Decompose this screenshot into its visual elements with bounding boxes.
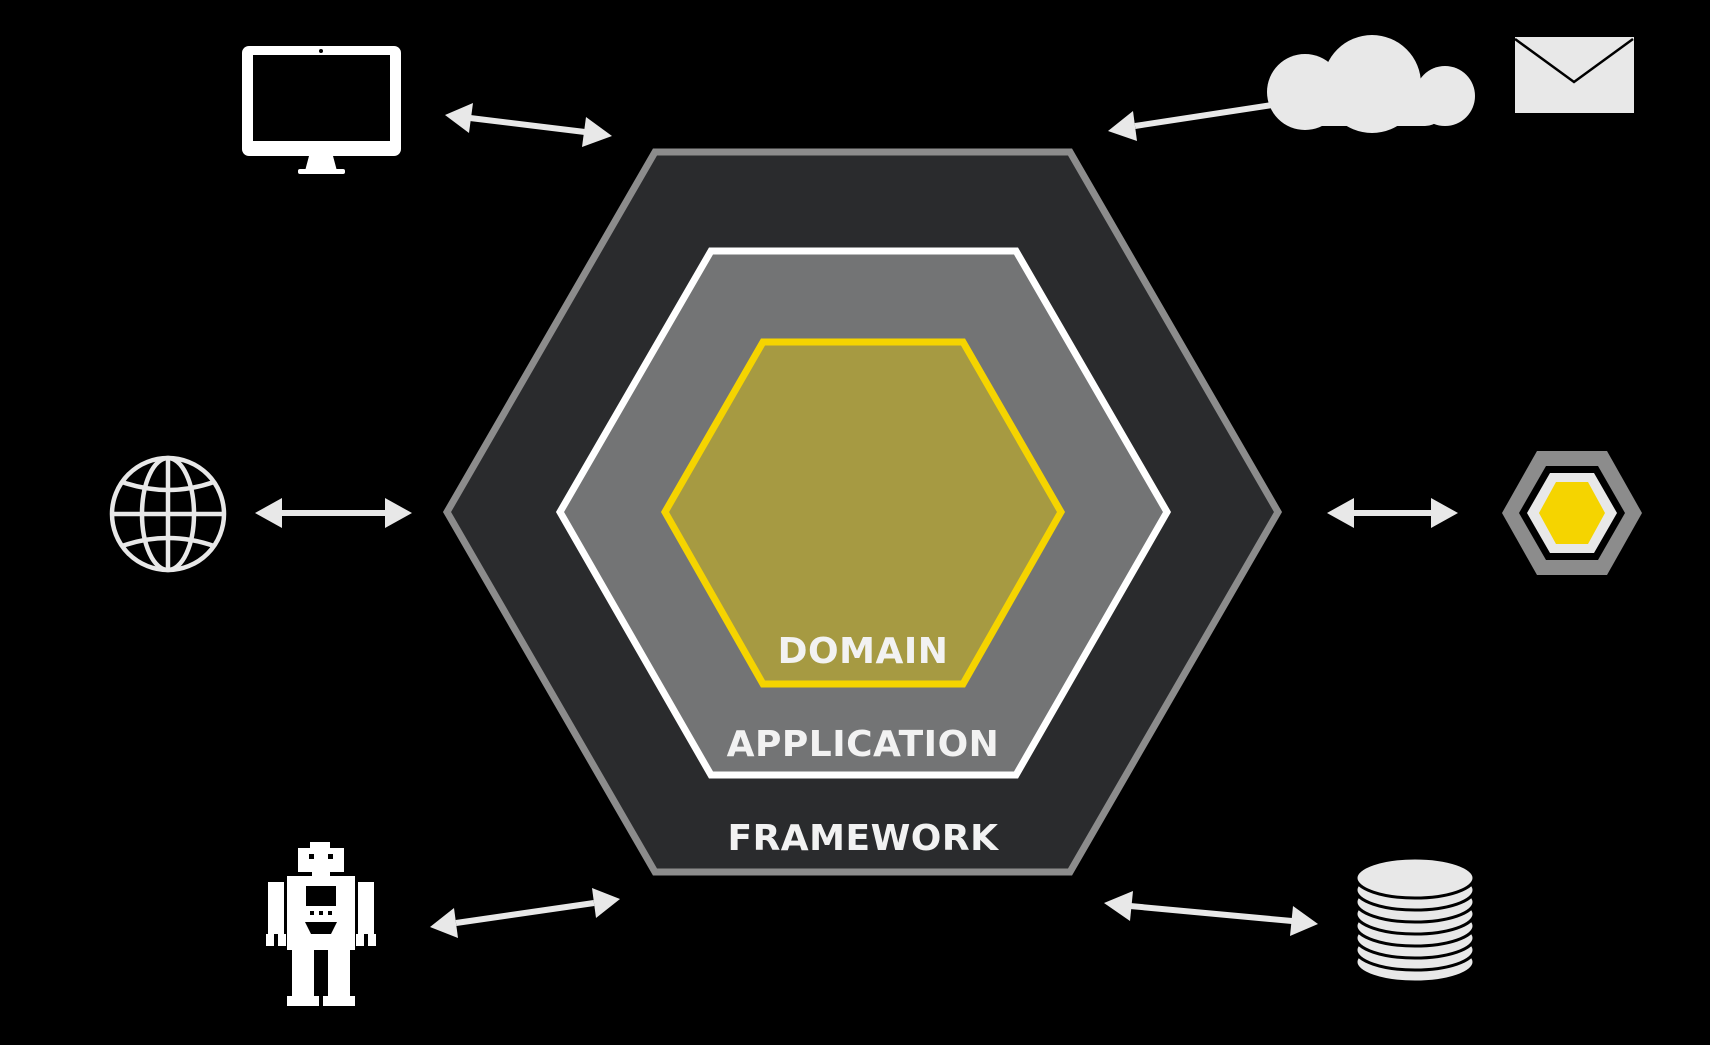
database-icon [1354, 856, 1476, 984]
framework-label: FRAMEWORK [727, 818, 999, 859]
cloud-icon [1267, 35, 1475, 133]
domain-layer [660, 338, 1066, 688]
application-label: APPLICATION [727, 724, 1000, 765]
domain-label: DOMAIN [778, 631, 949, 672]
arrow-database [1104, 891, 1318, 936]
arrow-monitor [445, 103, 612, 147]
globe-icon [109, 455, 227, 573]
envelope-icon [1514, 37, 1634, 113]
nested-hexagon-icon [1502, 451, 1642, 575]
arrow-globe [255, 498, 412, 528]
desktop-monitor-icon [242, 46, 401, 174]
arrow-hexagon [1327, 498, 1458, 528]
arrow-robot [430, 888, 620, 938]
robot-icon [266, 842, 376, 1006]
